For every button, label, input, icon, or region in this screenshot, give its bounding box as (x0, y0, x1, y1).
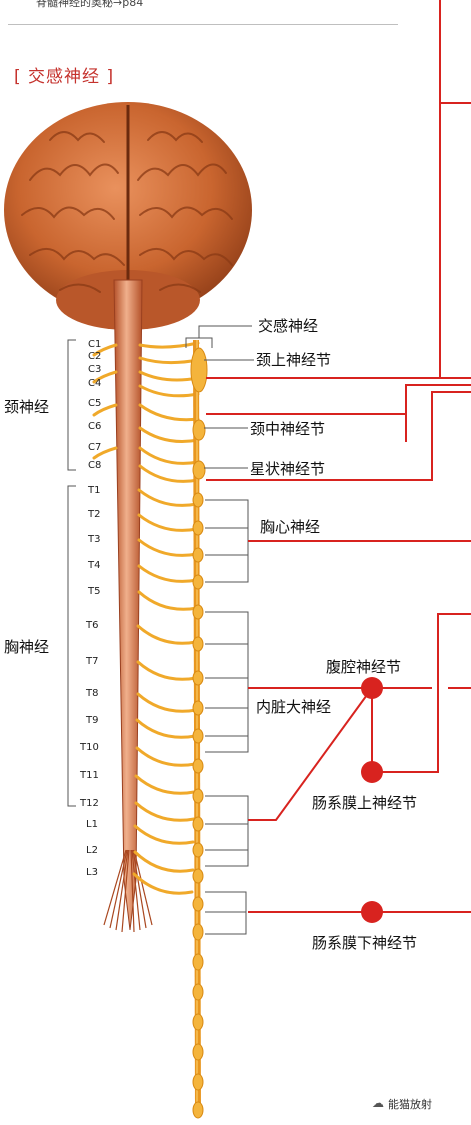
segment-label: T2 (88, 509, 101, 520)
celiac-ganglion-marker (361, 677, 383, 699)
celiac-ganglion-label: 腹腔神经节 (324, 656, 404, 677)
header-caption: 脊髓神经的奥秘→p84 (36, 0, 144, 9)
segment-label: T7 (86, 656, 99, 667)
segment-label: L1 (86, 819, 98, 830)
stellate-ganglion-label: 星状神经节 (248, 458, 328, 479)
bracket-lines (67, 325, 256, 935)
segment-label: C1 (88, 339, 102, 350)
sympathetic-trunk (190, 339, 208, 1119)
inferior-mesenteric-ganglion-marker (361, 901, 383, 923)
segment-label: C2 (88, 351, 102, 362)
watermark: ☁ 能猫放射 (372, 1096, 432, 1112)
red-connection-lines (206, 0, 471, 913)
segment-label: T5 (88, 586, 101, 597)
spinal-nerves (92, 341, 200, 895)
segment-label: C4 (88, 378, 102, 389)
segment-label: C3 (88, 364, 102, 375)
cardiac-nerves-label: 胸心神经 (258, 516, 323, 537)
segment-label: T4 (88, 560, 101, 571)
brain (4, 102, 252, 330)
segment-label: C7 (88, 442, 102, 453)
superior-mesenteric-ganglion-marker (361, 761, 383, 783)
segment-label: T11 (80, 770, 99, 781)
segment-label: C6 (88, 421, 102, 432)
cervical-nerves-label: 颈神经 (4, 398, 50, 416)
superior-mesenteric-ganglion-label: 肠系膜上神经节 (310, 792, 420, 813)
wechat-icon: ☁ (372, 1096, 384, 1110)
segment-label: T1 (88, 485, 101, 496)
superior-cervical-ganglion-label: 颈上神经节 (254, 349, 334, 370)
segment-label: C5 (88, 398, 102, 409)
segment-label: T3 (88, 534, 101, 545)
greater-splanchnic-nerve-label: 内脏大神经 (254, 696, 334, 717)
segment-label: C8 (88, 460, 102, 471)
header-divider (8, 24, 398, 25)
segment-label: T9 (86, 715, 99, 726)
spinal-cord (103, 279, 153, 933)
ganglion-markers (361, 677, 383, 923)
inferior-mesenteric-ganglion-label: 肠系膜下神经节 (310, 932, 420, 953)
watermark-text: 能猫放射 (388, 1098, 432, 1111)
sympathetic-nerve-label: 交感神经 (256, 315, 321, 336)
middle-cervical-ganglion-label: 颈中神经节 (248, 418, 328, 439)
segment-label: T6 (86, 620, 99, 631)
segment-label: L3 (86, 867, 98, 878)
segment-label: T8 (86, 688, 99, 699)
thoracic-nerves-label: 胸神经 (4, 638, 50, 656)
segment-label: L2 (86, 845, 98, 856)
segment-label: T10 (80, 742, 99, 753)
section-title: [ 交感神经 ] (14, 67, 115, 87)
segment-label: T12 (80, 798, 99, 809)
